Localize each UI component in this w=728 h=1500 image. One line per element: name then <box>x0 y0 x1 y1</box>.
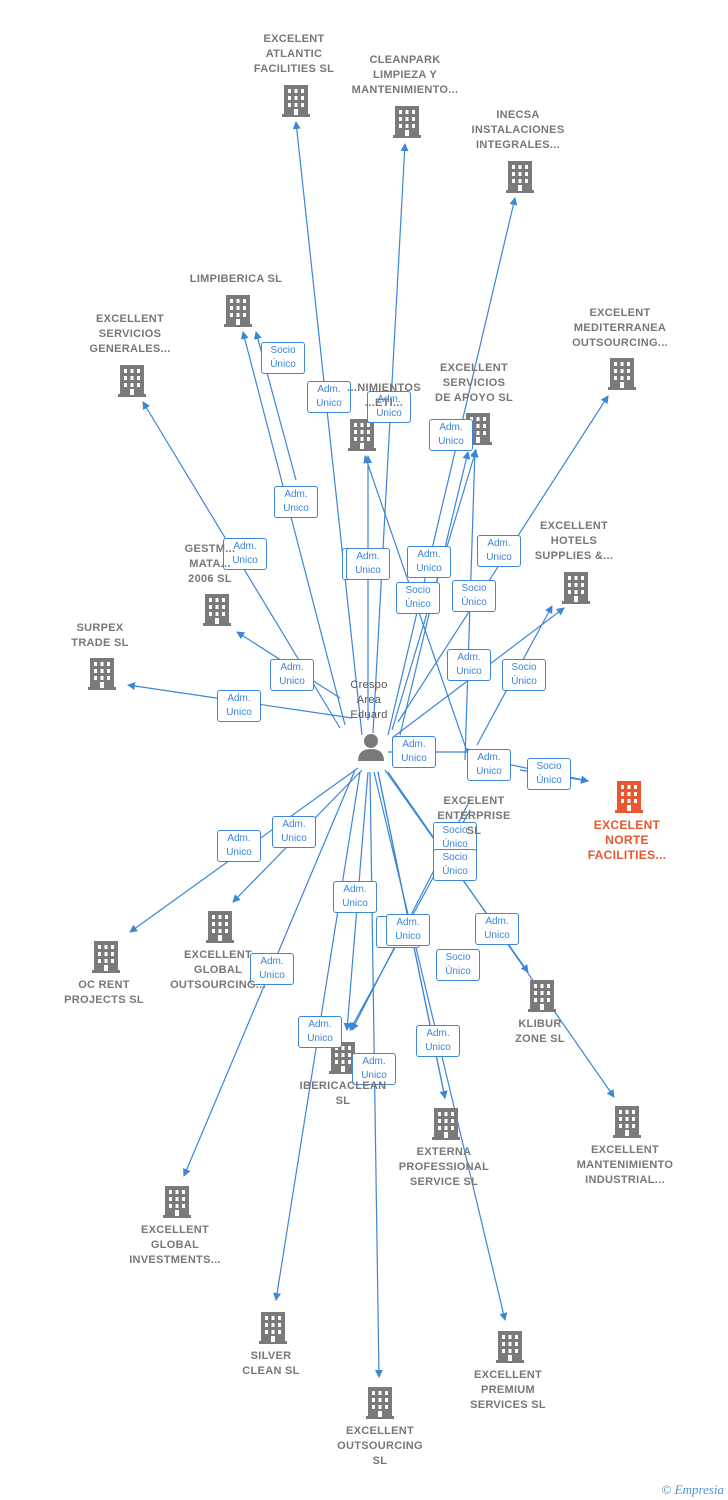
edge-label-adm-unico[interactable]: Adm. Unico <box>270 659 314 691</box>
edge-label-socio-unico[interactable]: Socio Único <box>436 949 480 981</box>
edge-label-adm-unico[interactable]: Adm. Unico <box>346 548 390 580</box>
edge-label-adm-unico[interactable]: Adm. Unico <box>223 538 267 570</box>
company-label-hotels[interactable]: EXCELLENT HOTELS SUPPLIES &... <box>534 520 614 562</box>
building-icon[interactable] <box>562 572 590 604</box>
edge-label-socio-unico[interactable]: Socio Único <box>502 659 546 691</box>
building-icon[interactable] <box>608 358 636 390</box>
building-icon[interactable] <box>615 781 643 813</box>
company-label-silver[interactable]: SILVER CLEAN SL <box>242 1350 300 1377</box>
building-icon[interactable] <box>88 658 116 690</box>
company-label-norte[interactable]: EXCELENT NORTE FACILITIES... <box>587 818 667 862</box>
building-icon[interactable] <box>366 1387 394 1419</box>
edge-label-adm-unico[interactable]: Adm. Unico <box>352 1053 396 1085</box>
building-icon[interactable] <box>393 106 421 138</box>
building-icon[interactable] <box>282 85 310 117</box>
building-icon[interactable] <box>259 1312 287 1344</box>
node-layer <box>88 85 643 1419</box>
edge-label-adm-unico[interactable]: Adm. Unico <box>307 381 351 413</box>
company-label-limpiberica[interactable]: LIMPIBERICA SL <box>189 273 283 285</box>
company-label-atlantic[interactable]: EXCELENT ATLANTIC FACILITIES SL <box>253 33 335 75</box>
company-label-mant_industrial[interactable]: EXCELLENT MANTENIMIENTO INDUSTRIAL... <box>576 1144 674 1186</box>
edge-label-adm-unico[interactable]: Adm. Unico <box>298 1016 342 1048</box>
edge-label-adm-unico[interactable]: Adm. Unico <box>392 736 436 768</box>
building-icon[interactable] <box>118 365 146 397</box>
edge-label-adm-unico[interactable]: Adm. Unico <box>475 913 519 945</box>
edge-center-inecsa <box>387 197 518 736</box>
company-label-ocrent[interactable]: OC RENT PROJECTS SL <box>64 979 144 1006</box>
edge-label-adm-unico[interactable]: Adm. Unico <box>467 749 511 781</box>
building-icon[interactable] <box>348 419 376 451</box>
edge-label-adm-unico[interactable]: Adm. Unico <box>333 881 377 913</box>
edge-label-socio-unico[interactable]: Socio Único <box>396 582 440 614</box>
company-label-enterprise[interactable]: EXCELENT ENTERPRISE SL <box>437 795 511 837</box>
edge-label-adm-unico[interactable]: Adm. Unico <box>274 486 318 518</box>
edge-center-atlantic <box>292 121 363 736</box>
building-icon[interactable] <box>528 980 556 1012</box>
edge-label-adm-unico[interactable]: Adm. Unico <box>250 953 294 985</box>
building-icon[interactable] <box>206 911 234 943</box>
company-label-externa[interactable]: EXTERNA PROFESSIONAL SERVICE SL <box>398 1146 490 1188</box>
company-label-klibur[interactable]: KLIBUR ZONE SL <box>515 1018 565 1045</box>
edge-label-socio-unico[interactable]: Socio Único <box>527 758 571 790</box>
building-icon[interactable] <box>496 1331 524 1363</box>
edge-label-socio-unico[interactable]: Socio Único <box>452 580 496 612</box>
company-label-serv_generales[interactable]: EXCELLENT SERVICIOS GENERALES... <box>89 313 171 355</box>
company-label-gestma[interactable]: GESTM... MATA... 2006 SL <box>184 543 236 585</box>
building-icon[interactable] <box>203 594 231 626</box>
empresia-watermark: © Empresia <box>661 1482 724 1497</box>
edge-label-adm-unico[interactable]: Adm. Unico <box>386 914 430 946</box>
edge-label-adm-unico[interactable]: Adm. Unico <box>429 419 473 451</box>
company-label-global_inv[interactable]: EXCELLENT GLOBAL INVESTMENTS... <box>129 1224 221 1266</box>
edge-center-limpiberica <box>240 331 346 726</box>
edge-label-adm-unico[interactable]: Adm. Unico <box>217 830 261 862</box>
building-icon[interactable] <box>92 941 120 973</box>
company-label-mediterranea[interactable]: EXCELENT MEDITERRANEA OUTSOURCING... <box>572 307 668 349</box>
edge-label-adm-unico[interactable]: Adm. Unico <box>217 690 261 722</box>
company-label-global_out[interactable]: EXCELLENT GLOBAL OUTSOURCING... <box>170 949 266 991</box>
edge-label-adm-unico[interactable]: Adm. Unico <box>416 1025 460 1057</box>
company-label-mantenimientos[interactable]: ...NIMIENTOS ...ETI... <box>347 382 421 409</box>
company-label-surpex[interactable]: SURPEX TRADE SL <box>71 622 129 649</box>
company-label-ibericaclean[interactable]: IBERICACLEAN SL <box>299 1080 387 1107</box>
company-label-serv_apoyo[interactable]: EXCELLENT SERVICIOS DE APOYO SL <box>434 362 514 404</box>
person-icon[interactable] <box>358 734 384 761</box>
edge-label-adm-unico[interactable]: Adm. Unico <box>477 535 521 567</box>
company-label-cleanpark[interactable]: CLEANPARK LIMPIEZA Y MANTENIMIENTO... <box>351 54 459 96</box>
building-icon[interactable] <box>506 161 534 193</box>
edge-label-socio-unico[interactable]: Socio Único <box>433 822 477 854</box>
building-icon[interactable] <box>163 1186 191 1218</box>
edge-label-socio-unico[interactable]: Socio Único <box>261 342 305 374</box>
edge-label-adm-unico[interactable]: Adm. Unico <box>367 391 411 423</box>
edge-center-cleanpark <box>372 143 409 734</box>
edge-label-adm-unico[interactable]: Adm. Unico <box>447 649 491 681</box>
edge-label-adm-unico[interactable]: Adm. Unico <box>407 546 451 578</box>
building-icon[interactable] <box>224 295 252 327</box>
edge-label-socio-unico[interactable]: Socio Único <box>433 849 477 881</box>
person-label[interactable]: Crespo Area Eduard <box>350 679 388 721</box>
edge-label-adm-unico[interactable]: Adm. Unico <box>272 816 316 848</box>
building-icon[interactable] <box>613 1106 641 1138</box>
building-icon[interactable] <box>432 1108 460 1140</box>
company-label-inecsa[interactable]: INECSA INSTALACIONES INTEGRALES... <box>471 109 565 151</box>
company-label-outsourcing[interactable]: EXCELLENT OUTSOURCING SL <box>337 1425 423 1467</box>
company-label-premium[interactable]: EXCELLENT PREMIUM SERVICES SL <box>470 1369 546 1411</box>
